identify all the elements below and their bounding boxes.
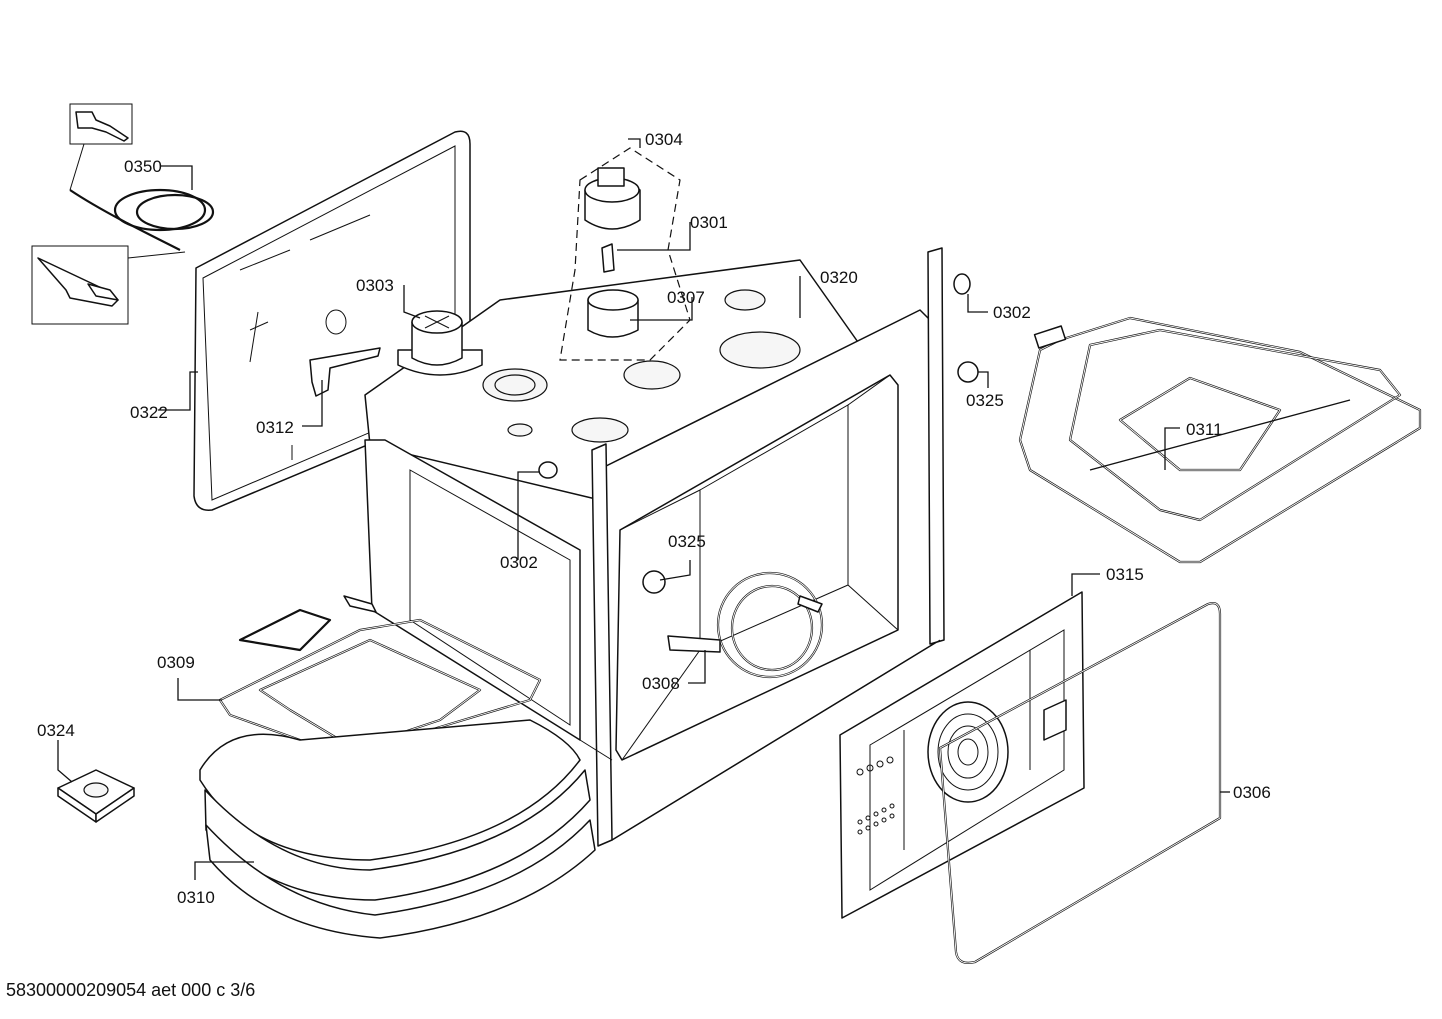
label-0350: 0350	[124, 157, 162, 176]
document-reference-footer: 58300000209054 aet 000 c 3/6	[6, 980, 256, 1000]
label-0315: 0315	[1106, 565, 1144, 584]
part-labels: 0304 0350 0301 0320 0303 0307 0302 0325 …	[37, 130, 1271, 907]
rear-fan-cover-panel	[839, 591, 1085, 919]
leader-lines	[57, 138, 1230, 880]
label-0325-side: 0325	[668, 532, 706, 551]
spacer-0324	[57, 769, 135, 823]
fan-housing-0303	[397, 310, 483, 376]
label-0309: 0309	[157, 653, 195, 672]
label-0303: 0303	[356, 276, 394, 295]
label-0322: 0322	[130, 403, 168, 422]
vent-holes	[856, 756, 895, 835]
label-0301: 0301	[690, 213, 728, 232]
label-0311: 0311	[1186, 420, 1223, 439]
label-0310: 0310	[177, 888, 215, 907]
label-0302-top: 0302	[993, 303, 1031, 322]
bracket-0312	[309, 347, 381, 397]
label-0308: 0308	[642, 674, 680, 693]
label-0324: 0324	[37, 721, 75, 740]
circular-heating-element	[667, 571, 824, 679]
oven-cavity	[364, 247, 945, 847]
label-0306: 0306	[1233, 783, 1271, 802]
grill-heating-element	[1018, 316, 1422, 564]
label-0307: 0307	[667, 288, 705, 307]
bottom-insulation	[199, 719, 596, 939]
fan-motor-assembly	[559, 147, 691, 361]
door-gasket	[938, 602, 1222, 964]
temperature-sensor-cable	[31, 103, 215, 325]
label-0325-top: 0325	[966, 391, 1004, 410]
label-0302-side: 0302	[500, 553, 538, 572]
label-0312: 0312	[256, 418, 294, 437]
lamp-holder-side	[538, 461, 666, 594]
label-0320: 0320	[820, 268, 858, 287]
lamp-holder-top	[953, 273, 979, 383]
label-0304: 0304	[645, 130, 683, 149]
